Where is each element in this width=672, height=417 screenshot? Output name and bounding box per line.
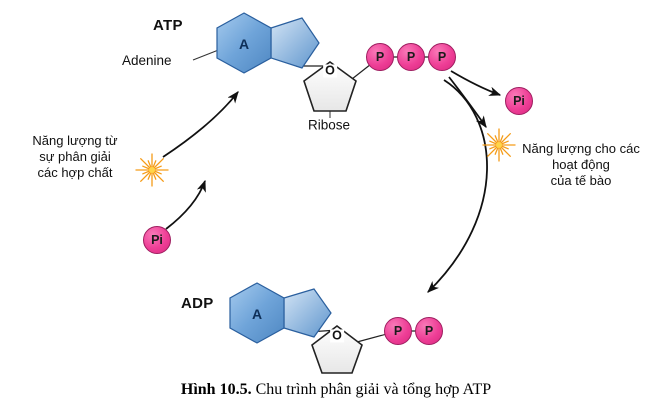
phosphate-input-arrow (165, 179, 206, 230)
released-pi-circle: Pi (505, 87, 533, 115)
energy-input-line-3: các hợp chất (37, 164, 113, 180)
atp-adenine-hexagon (216, 12, 272, 74)
adenine-label: Adenine (122, 53, 172, 68)
ribose-label: Ribose (307, 117, 351, 133)
atp-phosphate-1: P (366, 43, 394, 71)
phosphate-release-arrow (450, 70, 502, 96)
input-pi-circle: Pi (143, 226, 171, 254)
cycle-arrows (162, 70, 502, 293)
atp-ribose-pentagon (303, 61, 357, 112)
atp-adenine-pentagon (270, 17, 320, 69)
pointer-lines (192, 48, 331, 118)
figure-caption: Hình 10.5. Chu trình phân giải và tổng h… (0, 381, 672, 399)
energy-input-line-2: sự phân giải (39, 148, 111, 164)
energy-release-line-2: hoạt động (552, 156, 610, 172)
energy-input-line-1: Năng lượng từ (32, 133, 118, 148)
atp-molecule-shapes (216, 12, 357, 112)
adp-to-atp-arrow (162, 91, 239, 158)
adp-adenine-pentagon (283, 288, 332, 338)
adp-adenine-hexagon (229, 282, 285, 344)
atp-oxygen-label: O (323, 63, 337, 78)
adp-adenine-letter: A (251, 306, 263, 322)
atp-adenine-letter: A (238, 36, 250, 52)
atp-phosphate-3: P (428, 43, 456, 71)
energy-input-text: Năng lượng từ sự phân giải các hợp chất (8, 133, 142, 181)
energy-release-arrow (448, 76, 487, 128)
adp-oxygen-label: O (330, 328, 344, 343)
adp-phosphate-2: P (415, 317, 443, 345)
energy-release-line-1: Năng lượng cho các (522, 141, 640, 156)
atp-phosphate-2: P (397, 43, 425, 71)
adp-ribose-pentagon (311, 324, 363, 374)
energy-release-line-3: của tế bào (550, 172, 612, 188)
atp-to-adp-arrow (427, 79, 488, 293)
figure-number: Hình 10.5. (180, 381, 252, 398)
adp-molecule-shapes (229, 282, 363, 374)
atp-label: ATP (153, 17, 183, 34)
energy-release-text: Năng lượng cho các hoạt động của tế bào (508, 141, 654, 189)
adp-label: ADP (181, 295, 214, 312)
adp-phosphate-1: P (384, 317, 412, 345)
figure-title: Chu trình phân giải và tổng hợp ATP (251, 381, 492, 398)
